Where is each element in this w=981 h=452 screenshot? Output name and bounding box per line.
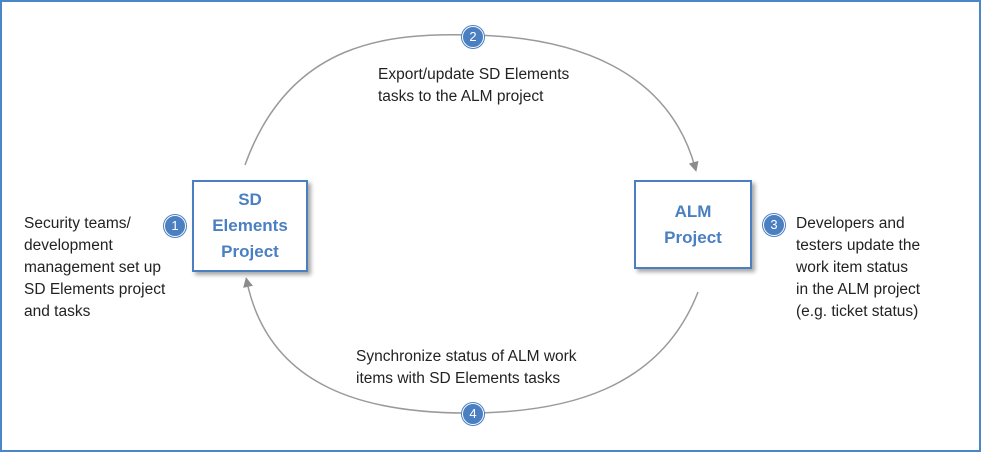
sd-elements-project-box: SD Elements Project [192,180,308,272]
step-3-text: Developers and testers update the work i… [796,215,921,320]
step-1-text: Security teams/ development management s… [24,215,166,320]
step-2-badge: 2 [462,26,484,48]
step-3-badge: 3 [763,214,785,236]
step-4-text: Synchronize status of ALM work items wit… [356,348,577,387]
sd-elements-project-label: SD Elements Project [212,190,288,261]
alm-project-box: ALM Project [634,180,752,269]
step-1-badge: 1 [164,215,186,237]
alm-project-label: ALM Project [664,201,722,247]
step-2-text: Export/update SD Elements tasks to the A… [378,66,570,105]
step-4-badge: 4 [462,403,484,425]
